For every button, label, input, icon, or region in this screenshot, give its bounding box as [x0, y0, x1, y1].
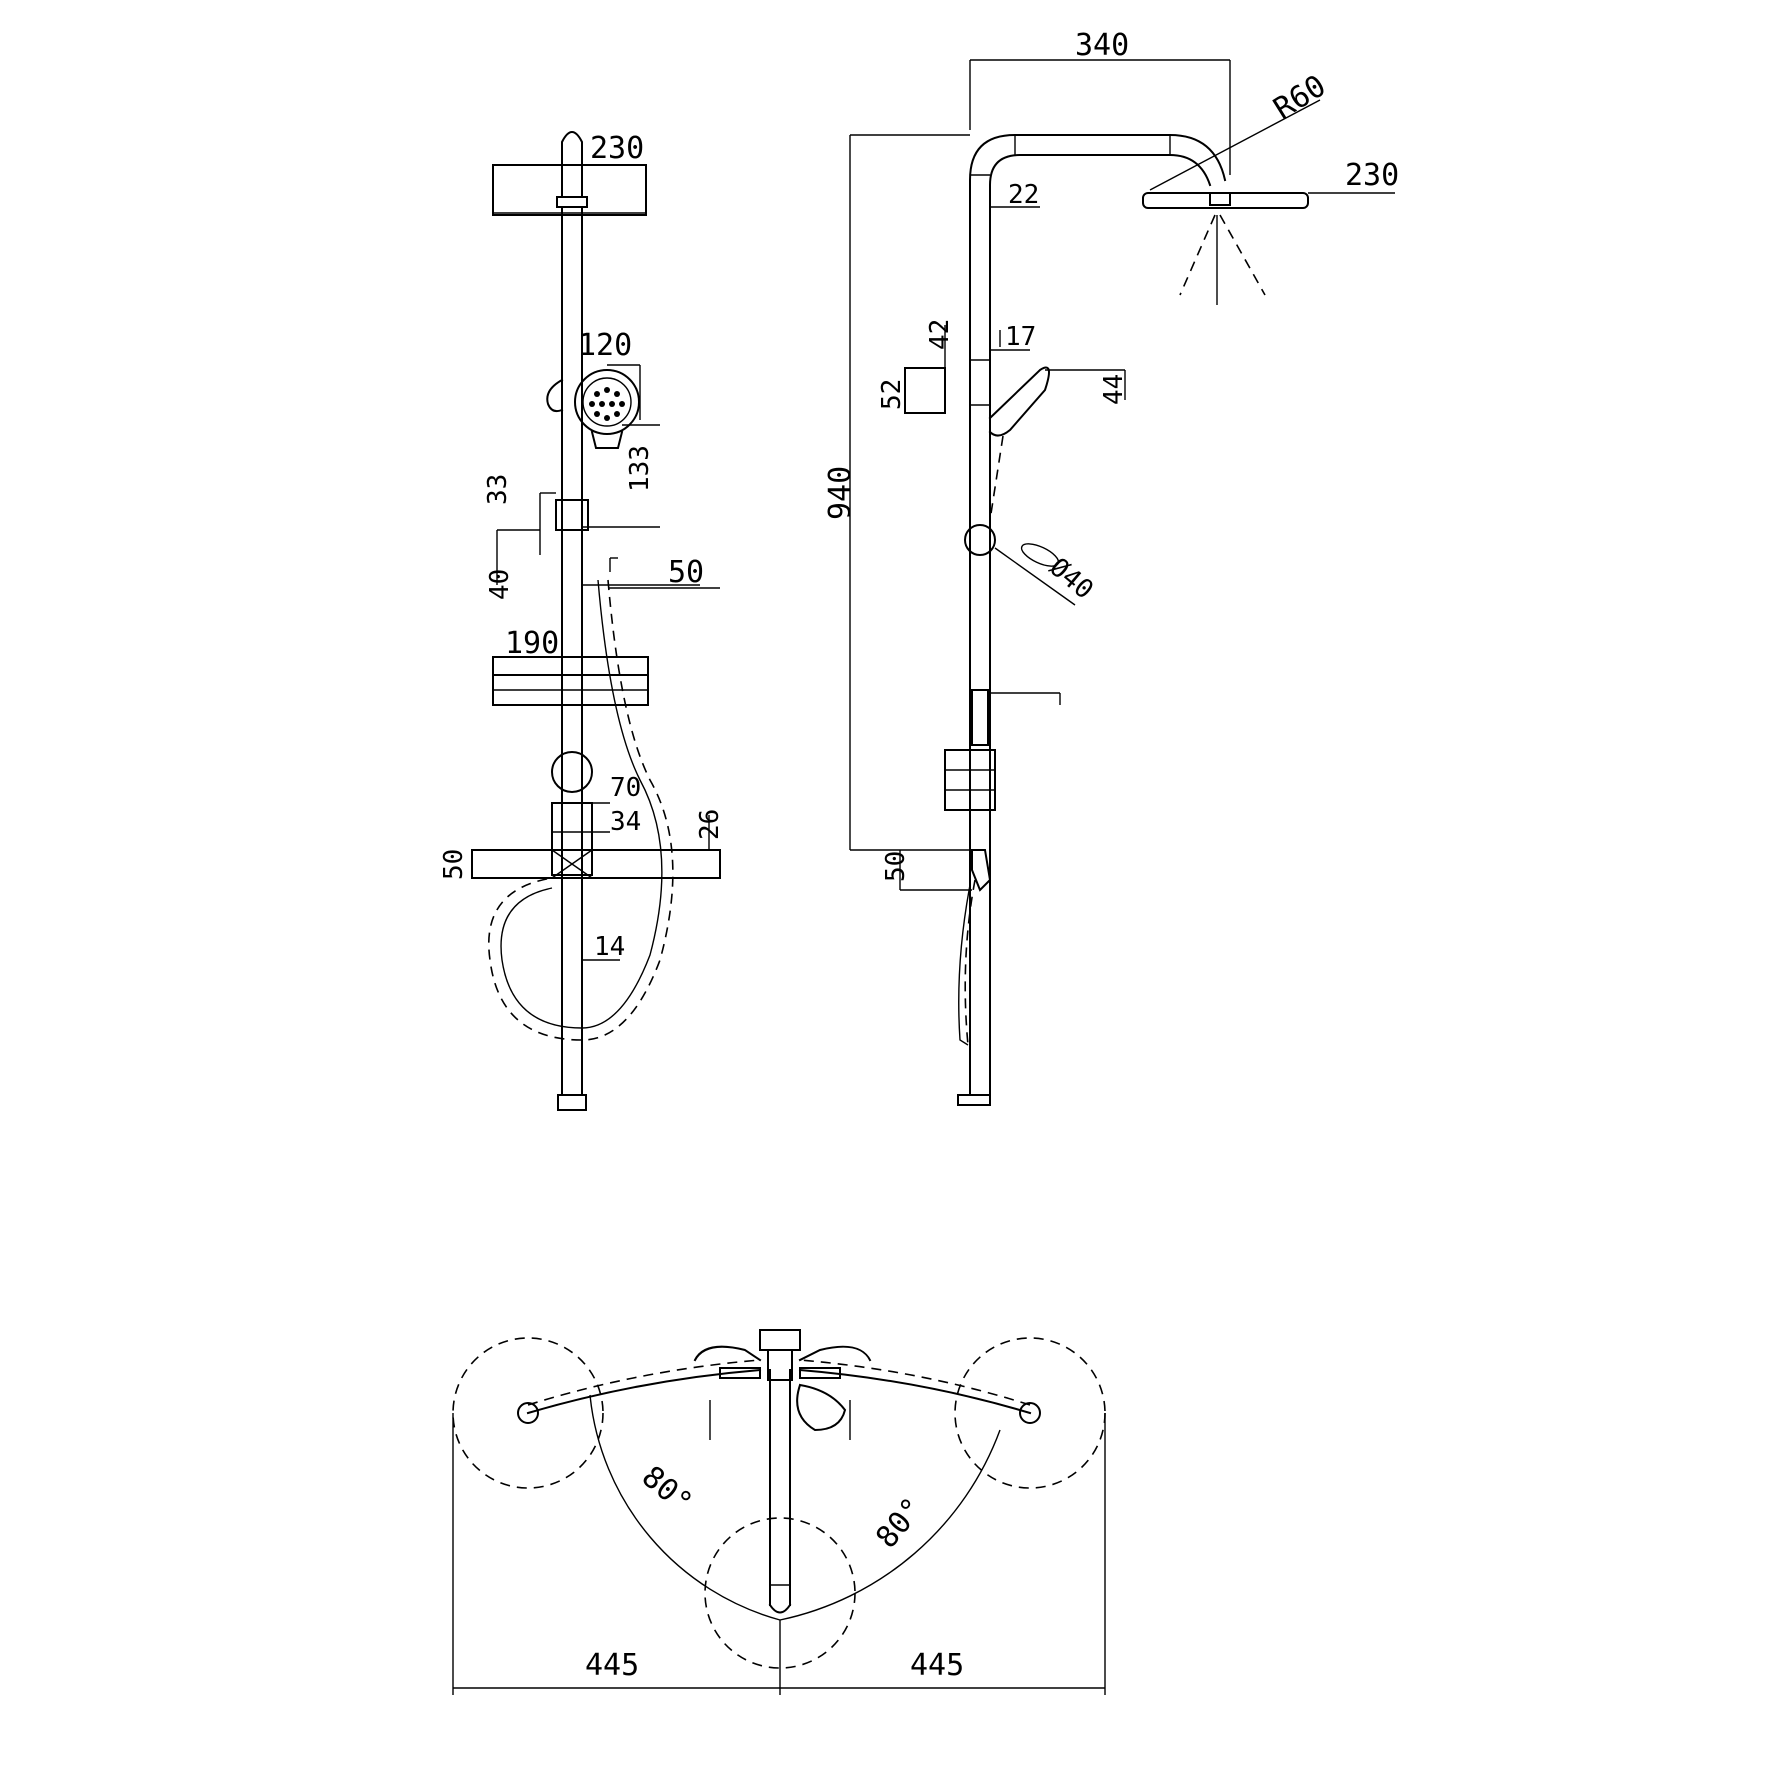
front-dim-shelf: 190	[505, 626, 559, 661]
front-diverter-knob	[551, 751, 593, 793]
side-knob-symbol	[1020, 543, 1060, 567]
top-riser-cap	[759, 1329, 801, 1351]
front-pipe-foot	[557, 1094, 587, 1111]
front-hose	[488, 579, 674, 1041]
side-dim-bend-radius: R60	[1268, 68, 1333, 126]
front-dim-handshower: 120	[578, 328, 632, 363]
front-overhead-shower-head	[492, 164, 647, 216]
top-head-position-left	[452, 1337, 604, 1489]
side-mixer-body	[944, 749, 996, 811]
front-slider-block	[555, 499, 589, 531]
front-dim-handshower-height: 133	[625, 445, 655, 492]
top-view: 80° 80° 445 445	[452, 1329, 1106, 1695]
side-dim-pipe-mid: 17	[1005, 322, 1036, 352]
side-dim-total-height: 940	[823, 466, 858, 520]
front-dim-slider: 33	[483, 474, 513, 505]
front-dim-pipe: 14	[594, 932, 625, 962]
front-dim-hose: 50	[668, 555, 704, 590]
top-dim-angle-left: 80°	[635, 1459, 699, 1521]
front-dim-mixer-34: 34	[610, 807, 641, 837]
front-view: 230 120 133 33 40 50 190 70 34 26 50 14	[439, 131, 725, 1111]
side-outlet	[971, 849, 992, 892]
front-holder-clip	[546, 378, 564, 413]
side-riser-inner	[989, 154, 1212, 1096]
top-handle-right	[798, 1345, 872, 1362]
side-shelf-bracket	[971, 689, 989, 746]
front-dim-head-width: 230	[590, 131, 644, 166]
side-dim-holder-42: 42	[925, 319, 955, 350]
front-hand-shower-head	[574, 369, 640, 435]
side-view: 340 R60 230 22 42 17 52 44 940 Ø40 50	[823, 28, 1399, 1106]
top-handle-left	[693, 1345, 762, 1362]
top-dim-span-left: 445	[585, 1648, 639, 1683]
top-dim-angle-right: 80°	[869, 1491, 931, 1555]
side-dim-mixer-50: 50	[881, 851, 911, 882]
front-soap-shelf	[492, 656, 649, 706]
side-diverter-knob	[964, 524, 996, 556]
side-dim-pipe-top: 22	[1008, 180, 1039, 210]
side-dim-head-width: 230	[1345, 158, 1399, 193]
side-hand-shower	[988, 366, 1050, 437]
top-dim-span-right: 445	[910, 1648, 964, 1683]
top-arm-right	[798, 1368, 1032, 1415]
front-dim-mixer-50: 50	[439, 849, 469, 880]
top-arc-left	[589, 1394, 781, 1621]
side-dim-knob: Ø40	[1044, 552, 1099, 605]
side-dim-handle-44: 44	[1099, 374, 1129, 405]
side-spray-pattern	[1179, 214, 1266, 305]
front-mixer-bar	[471, 849, 721, 879]
top-arm-left	[526, 1368, 762, 1415]
front-dim-slider-gap: 40	[485, 569, 515, 600]
side-dim-arm-length: 340	[1075, 28, 1129, 63]
top-diverter	[796, 1383, 847, 1432]
side-dim-holder-52: 52	[877, 379, 907, 410]
front-hand-shower-handle	[590, 430, 624, 449]
front-dim-mixer-70: 70	[610, 773, 641, 803]
front-dim-mixer-26: 26	[695, 809, 725, 840]
front-shower-arm	[561, 131, 583, 198]
hand-shower-nozzles	[589, 387, 625, 421]
side-holder	[904, 367, 946, 414]
side-pipe-foot	[957, 1094, 991, 1106]
top-arc-right	[779, 1429, 1001, 1621]
